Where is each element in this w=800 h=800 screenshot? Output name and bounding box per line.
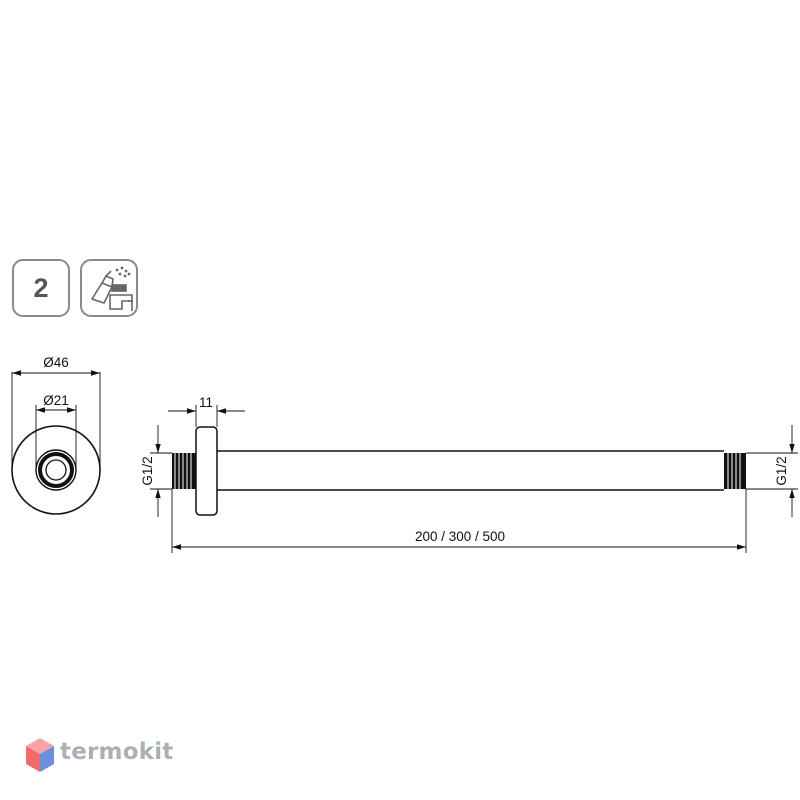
flange-outline: [11, 425, 101, 515]
warranty-badge: 2: [12, 259, 70, 317]
cleaning-icon: [91, 266, 133, 311]
side-view: [150, 405, 798, 553]
bore-outer: [38, 452, 74, 488]
pipe-diameter-label: Ø21: [43, 393, 69, 408]
left-thread: [172, 453, 196, 489]
bore-inner: [45, 459, 67, 481]
logo-cube-icon: [26, 738, 54, 772]
flange-side: [195, 426, 218, 516]
right-thread: [724, 453, 746, 489]
warranty-years: 2: [33, 273, 49, 303]
left-thread-label: G1/2: [140, 456, 155, 485]
logo-text: termokit: [60, 739, 174, 765]
length-label: 200 / 300 / 500: [415, 529, 505, 544]
flange-thickness-label: 11: [199, 395, 213, 410]
end-view: [11, 370, 101, 515]
termokit-logo: termokit: [24, 736, 184, 774]
right-thread-label: G1/2: [774, 456, 789, 485]
flange-diameter-label: Ø46: [43, 355, 69, 370]
care-badge: [80, 259, 138, 317]
